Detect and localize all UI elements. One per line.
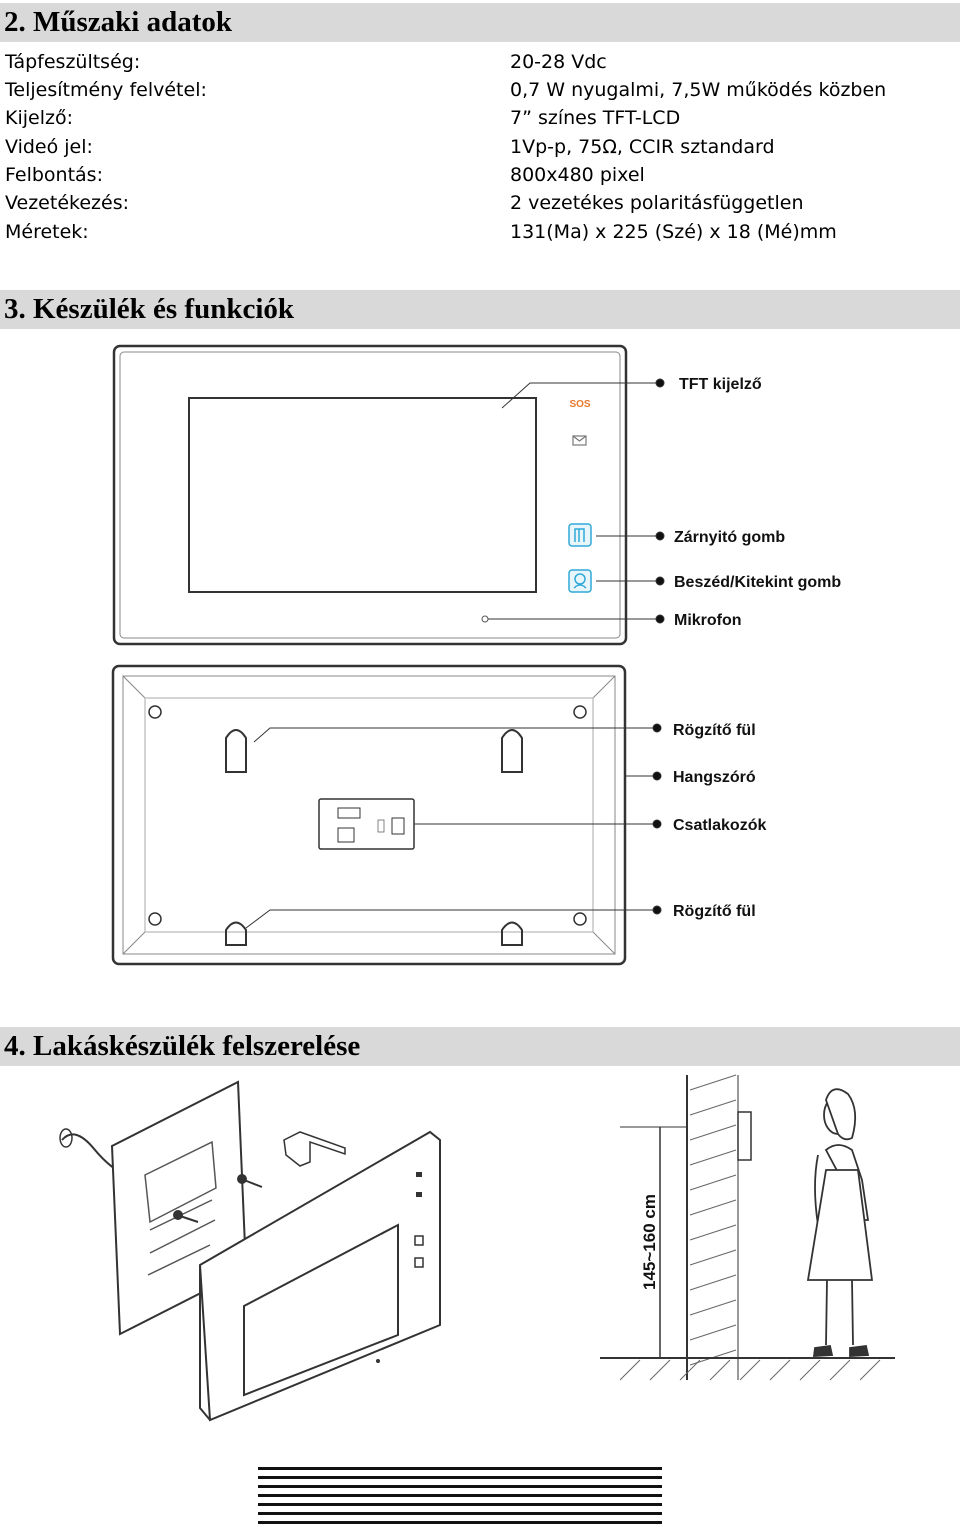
spec-label: Kijelző: bbox=[5, 107, 73, 129]
spec-label: Felbontás: bbox=[5, 164, 103, 186]
callout-hook-top: Rögzítő fül bbox=[673, 722, 756, 739]
spec-label: Videó jel: bbox=[5, 136, 93, 158]
back-view-diagram: Rögzítő fül Hangszóró Csatlakozók Rögzít… bbox=[111, 664, 766, 966]
screw-hole bbox=[148, 912, 162, 926]
spec-label: Tápfeszültség: bbox=[5, 51, 141, 73]
screw-hole bbox=[148, 705, 162, 719]
spec-value: 20-28 Vdc bbox=[510, 51, 607, 73]
spec-value: 131(Ma) x 225 (Szé) x 18 (Mé)mm bbox=[510, 221, 837, 243]
unlock-button-icon bbox=[568, 523, 592, 547]
monitor-screen-perspective bbox=[243, 1223, 399, 1397]
section-title-specs: 2. Műszaki adatok bbox=[0, 3, 960, 42]
height-label: 145~160 cm bbox=[640, 1194, 659, 1290]
screw bbox=[173, 1210, 199, 1223]
person-figure bbox=[806, 1088, 874, 1357]
installation-diagram: 145~160 cm bbox=[59, 1074, 895, 1422]
section-title-install: 4. Lakáskészülék felszerelése bbox=[0, 1027, 960, 1066]
screw bbox=[237, 1174, 263, 1188]
sos-indicator: SOS bbox=[569, 399, 590, 410]
spec-value: 800x480 pixel bbox=[510, 164, 645, 186]
spec-value: 2 vezetékes polaritásfüggetlen bbox=[510, 192, 804, 214]
callout-tft-screen: TFT kijelző bbox=[679, 376, 762, 393]
spec-label: Méretek: bbox=[5, 221, 89, 243]
connector-block bbox=[318, 798, 415, 850]
mounting-hook-top-left bbox=[225, 729, 247, 773]
tft-screen bbox=[188, 397, 537, 593]
section-title-device: 3. Készülék és funkciók bbox=[0, 290, 960, 329]
callout-talk-button: Beszéd/Kitekint gomb bbox=[674, 574, 841, 591]
down-arrow-icon bbox=[283, 1131, 346, 1167]
spec-label: Teljesítmény felvétel: bbox=[5, 79, 207, 101]
spec-label: Vezetékezés: bbox=[5, 192, 129, 214]
callout-unlock-button: Zárnyitó gomb bbox=[674, 529, 785, 546]
front-view-diagram: SOS TFT kijelző Zárnyitó gomb Beszéd/Kit… bbox=[112, 344, 841, 646]
callout-connectors: Csatlakozók bbox=[673, 817, 766, 834]
callout-speaker: Hangszóró bbox=[673, 769, 756, 786]
spec-value: 1Vp-p, 75Ω, CCIR sztandard bbox=[510, 136, 775, 158]
screw-hole bbox=[573, 912, 587, 926]
footer-bars bbox=[258, 1467, 662, 1524]
monitor-perspective bbox=[198, 1130, 441, 1422]
mail-icon bbox=[572, 435, 587, 446]
mounting-hook-bottom-left bbox=[225, 921, 247, 946]
talk-button-icon bbox=[568, 569, 592, 593]
mounting-hook-bottom-right bbox=[501, 921, 523, 946]
screw-hole bbox=[573, 705, 587, 719]
mounting-hook-top-right bbox=[501, 729, 523, 773]
spec-value: 7” színes TFT-LCD bbox=[510, 107, 681, 129]
callout-microphone: Mikrofon bbox=[674, 612, 742, 629]
spec-value: 0,7 W nyugalmi, 7,5W működés közben bbox=[510, 79, 887, 101]
wall-monitor bbox=[737, 1111, 752, 1161]
callout-hook-bottom: Rögzítő fül bbox=[673, 903, 756, 920]
